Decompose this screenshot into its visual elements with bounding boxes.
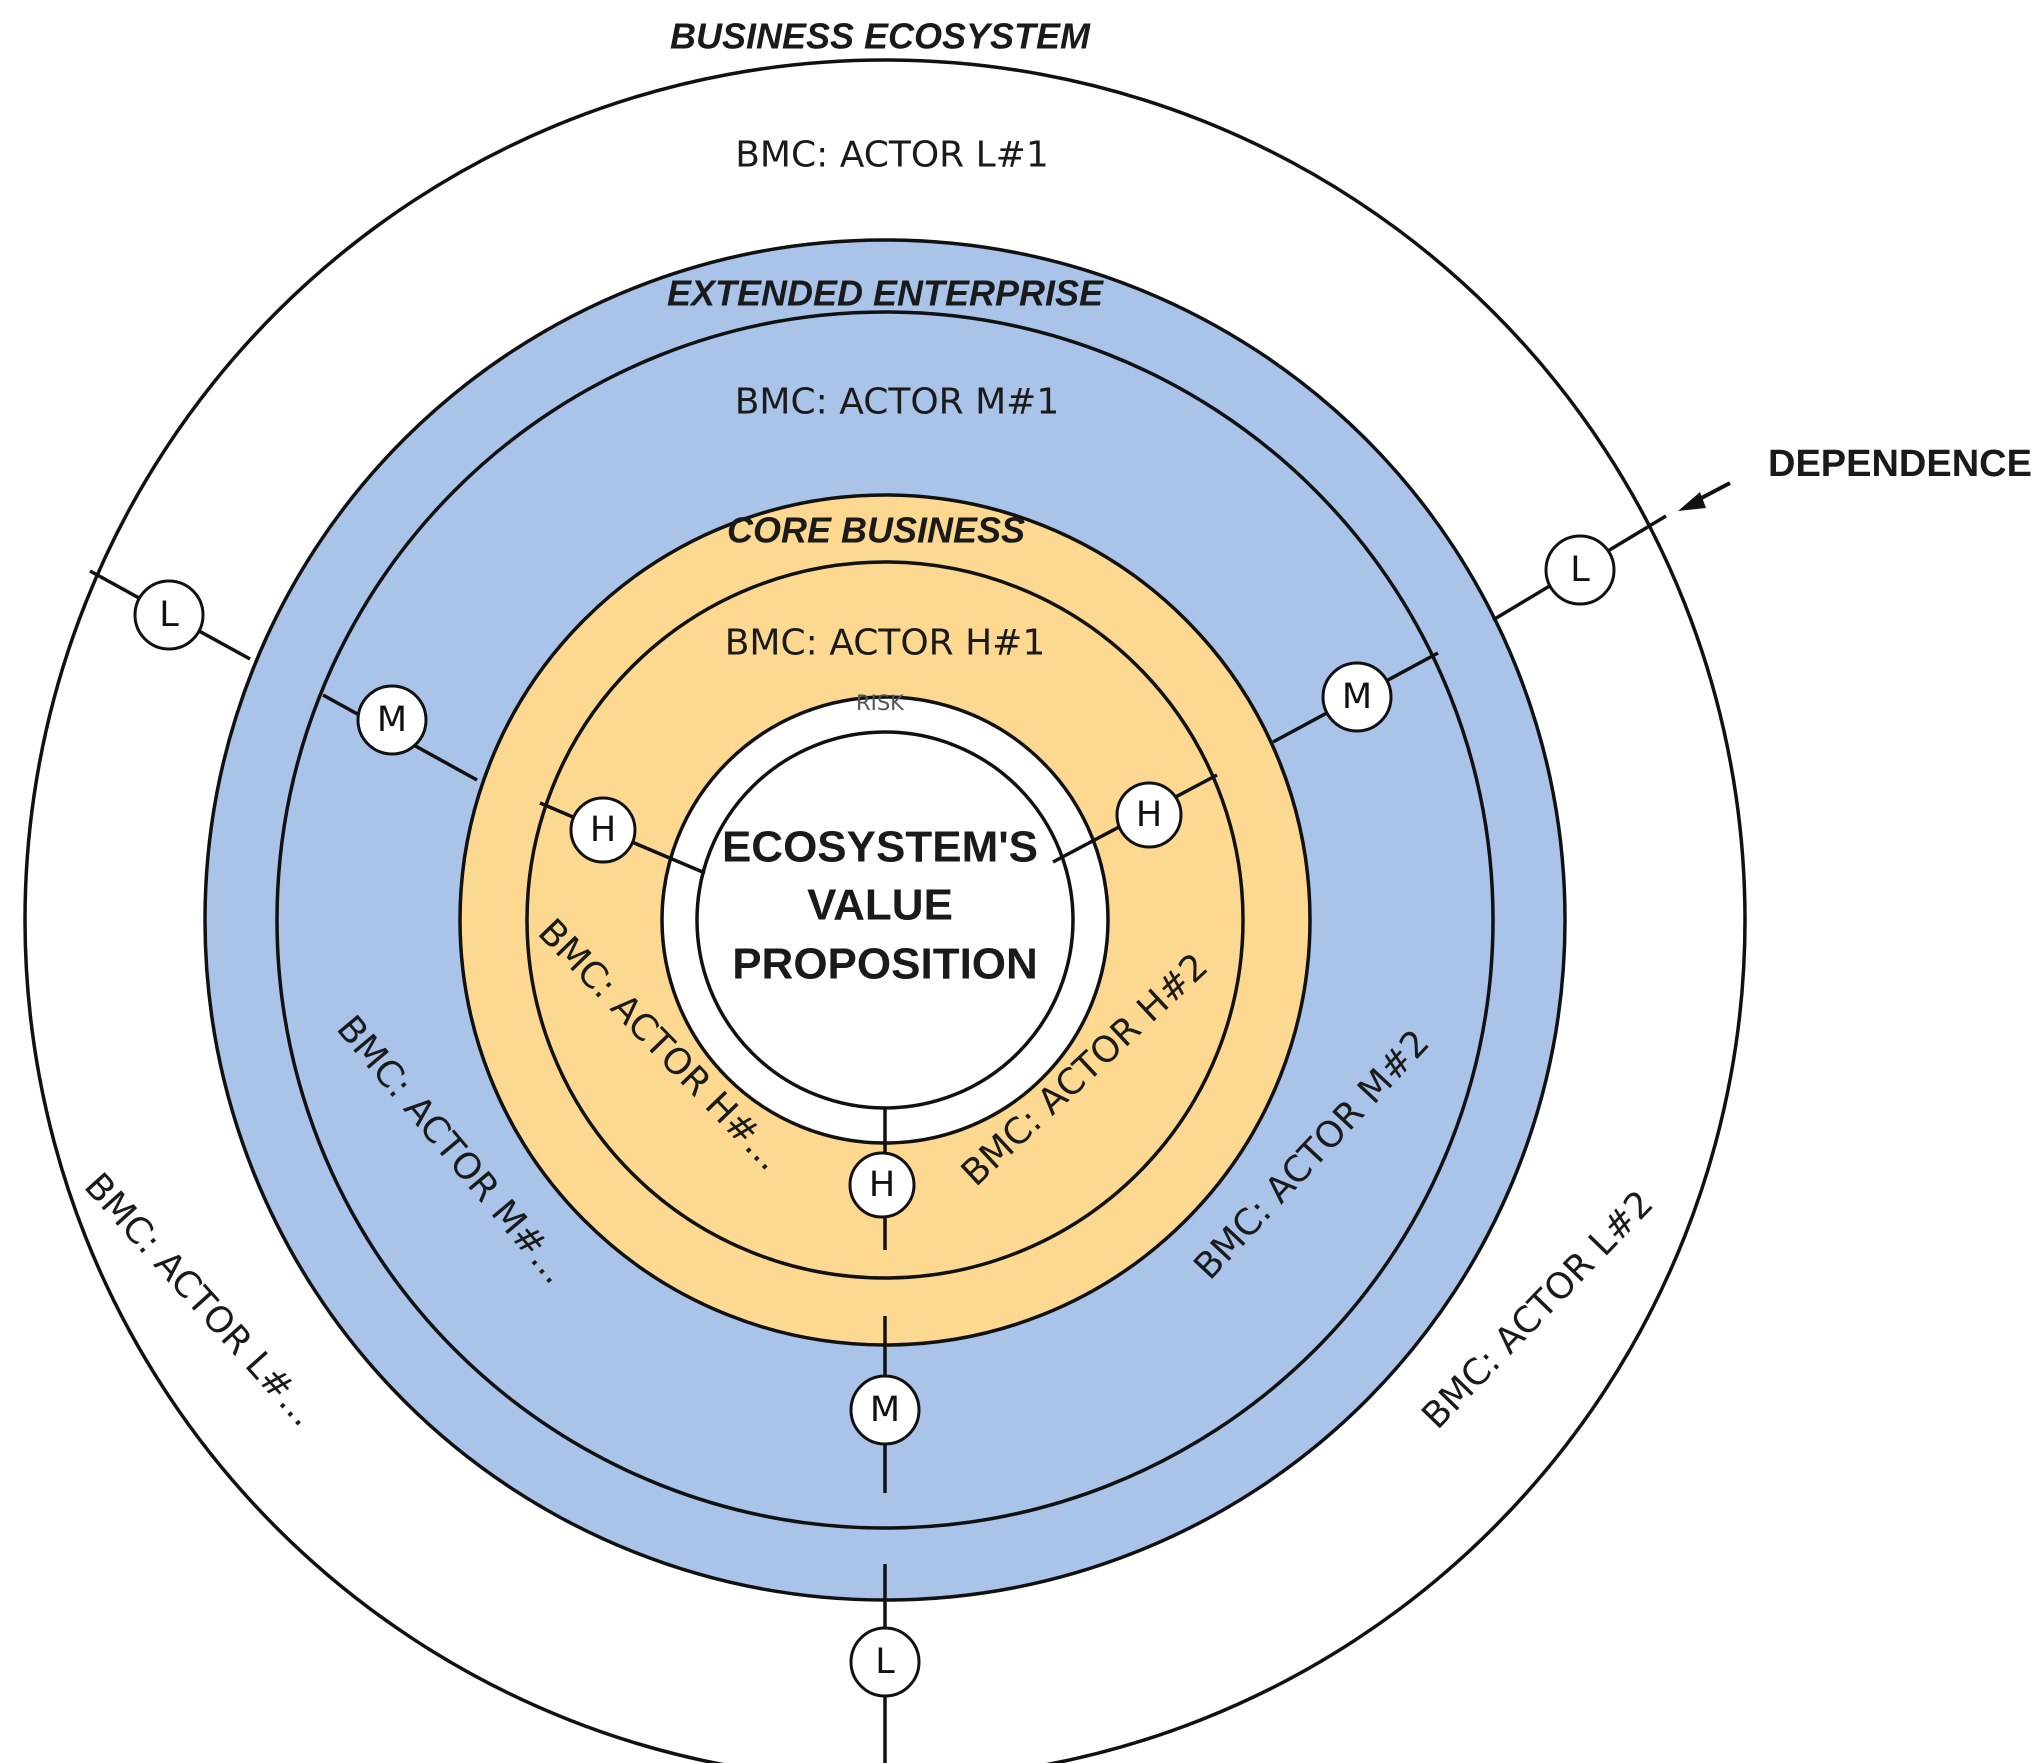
business-ecosystem-title: BUSINESS ECOSYSTEM xyxy=(670,16,1091,57)
marker-medium-label: M xyxy=(1342,677,1372,717)
core-business-title: CORE BUSINESS xyxy=(727,510,1025,551)
dependence-marker-high: H xyxy=(848,1151,916,1219)
dependence-marker-medium: M xyxy=(356,684,428,756)
dependence-arrow-icon xyxy=(1678,481,1731,511)
marker-low-label: L xyxy=(1570,550,1590,590)
marker-medium-label: M xyxy=(870,1390,900,1430)
dependence-marker-low: L xyxy=(1544,534,1616,606)
value-proposition-line-2: VALUE xyxy=(807,881,953,930)
dependence-label: DEPENDENCE xyxy=(1768,443,2032,485)
actor-l1-label: BMC: ACTOR L#1 xyxy=(735,135,1049,176)
marker-high-label: H xyxy=(590,810,616,850)
dependence-marker-medium: M xyxy=(1321,661,1393,733)
extended-enterprise-title: EXTENDED ENTERPRISE xyxy=(667,273,1104,314)
actor-m1-label: BMC: ACTOR M#1 xyxy=(735,382,1060,423)
dependence-marker-high: H xyxy=(1115,781,1183,849)
dependence-marker-low: L xyxy=(849,1626,921,1698)
value-proposition-line-1: ECOSYSTEM'S xyxy=(722,823,1038,872)
actor-h1-label: BMC: ACTOR H#1 xyxy=(725,623,1046,664)
dependence-marker-medium: M xyxy=(849,1374,921,1446)
marker-high-label: H xyxy=(869,1165,895,1205)
value-proposition-line-3: PROPOSITION xyxy=(732,940,1038,989)
risk-label: RISK xyxy=(856,691,905,715)
marker-medium-label: M xyxy=(377,700,407,740)
dependence-marker-high: H xyxy=(569,796,637,864)
dependence-marker-low: L xyxy=(133,579,205,651)
marker-low-label: L xyxy=(159,595,179,635)
marker-high-label: H xyxy=(1136,795,1162,835)
marker-low-label: L xyxy=(875,1642,895,1682)
